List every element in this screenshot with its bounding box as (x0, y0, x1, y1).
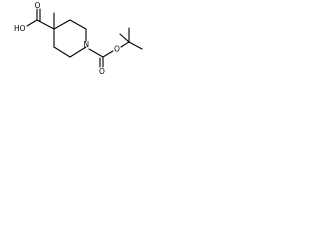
acid-carbonyl-oxygen-label: O (35, 1, 41, 10)
structure-diagram: O HO N O O (14, 1, 143, 76)
carbamate-c-o-bond (102, 50, 114, 58)
bond-lines (26, 8, 143, 68)
tbutyl-bond-right (128, 41, 143, 50)
tbutyl-bond-left (119, 33, 130, 43)
ring-bond-c4-c3 (53, 19, 71, 30)
acid-hydroxyl-label: HO (14, 24, 26, 33)
carbamate-n-c-bond (88, 48, 104, 58)
ester-oxygen-label: O (114, 45, 120, 54)
acid-hydroxyl-bond (26, 19, 38, 27)
ring-bond-c3-c2 (69, 19, 87, 30)
acid-carbon-bond (36, 19, 55, 30)
ring-bond-c6-c5 (53, 46, 71, 58)
atom-labels: O HO N O O (14, 1, 120, 76)
carbamate-carbonyl-oxygen-label: O (99, 67, 105, 76)
ring-bond-n1-c6 (69, 46, 87, 58)
ester-o-c-bond (120, 41, 130, 48)
ring-nitrogen-label: N (84, 40, 90, 49)
